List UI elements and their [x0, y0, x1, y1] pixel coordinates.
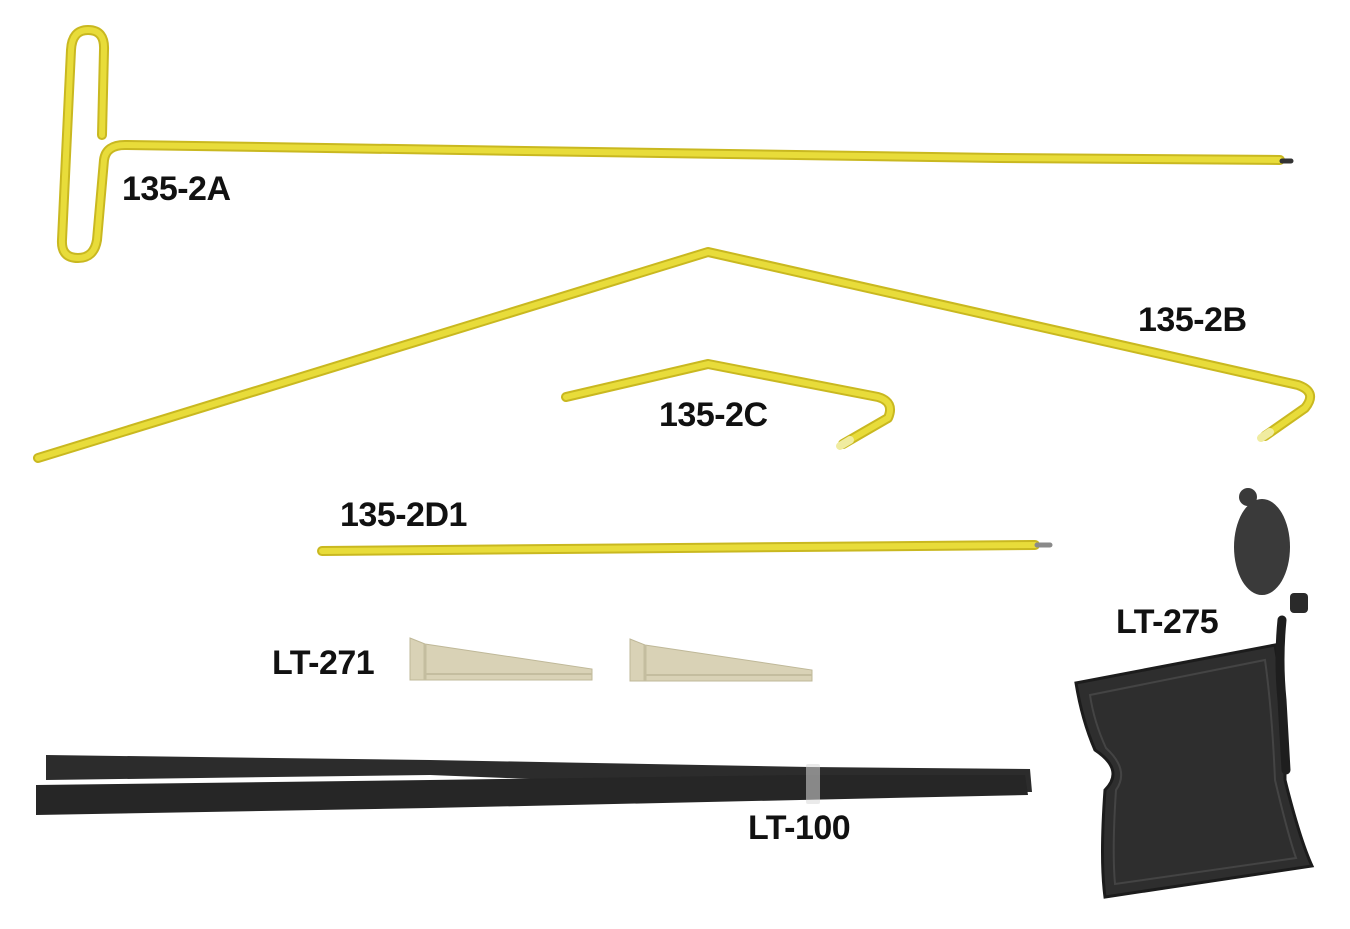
rod-135-2b — [33, 247, 1316, 463]
pump-hose — [1275, 615, 1291, 775]
airwedge-lt-275 — [1074, 488, 1315, 899]
label-135-2d1: 135-2D1 — [340, 496, 467, 534]
label-135-2a: 135-2A — [122, 170, 231, 208]
label-lt-100: LT-100 — [748, 809, 851, 847]
pump-valve-knob — [1290, 593, 1308, 613]
wedge-2 — [629, 638, 813, 682]
rod-135-2d1 — [317, 540, 1053, 556]
wedge-1 — [409, 637, 593, 681]
label-135-2c: 135-2C — [659, 396, 768, 434]
rod-135-2c — [561, 359, 895, 450]
strap-lt-100 — [36, 755, 1032, 815]
rod-tip — [1257, 428, 1274, 442]
rod-tip — [836, 436, 854, 450]
label-lt-271: LT-271 — [272, 644, 375, 682]
rod-135-2a — [56, 25, 1294, 263]
pump-bulb — [1234, 499, 1290, 595]
label-lt-275: LT-275 — [1116, 603, 1219, 641]
strap-clip — [806, 764, 820, 804]
wedges-lt-271 — [409, 637, 813, 682]
label-135-2b: 135-2B — [1138, 301, 1247, 339]
